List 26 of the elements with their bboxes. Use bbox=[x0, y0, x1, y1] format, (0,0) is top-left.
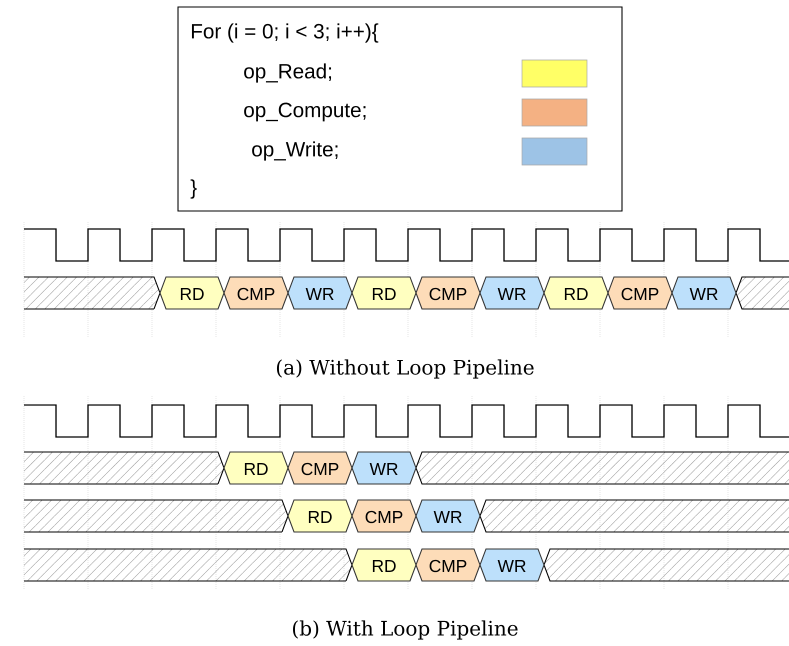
code-line: For (i = 0; i < 3; i++){ bbox=[192, 23, 378, 43]
code-line: op_Read; bbox=[244, 63, 332, 83]
code-line: } bbox=[190, 179, 197, 199]
bus-segment: WR bbox=[479, 548, 545, 582]
bus-segment: CMP bbox=[287, 451, 353, 485]
bus-segment: RD bbox=[287, 499, 353, 533]
bus-segment: WR bbox=[287, 276, 353, 310]
code-line: op_Write; bbox=[252, 141, 338, 161]
bus-segment: CMP bbox=[607, 276, 673, 310]
bus-segment: RD bbox=[223, 451, 289, 485]
bus-segment: CMP bbox=[351, 499, 417, 533]
figure-caption: (b) With Loop Pipeline bbox=[293, 620, 518, 640]
bus-segment: CMP bbox=[415, 276, 481, 310]
bus-segment: RD bbox=[543, 276, 609, 310]
bus-segment: WR bbox=[671, 276, 737, 310]
bus-segment: CMP bbox=[223, 276, 289, 310]
bus-segment: CMP bbox=[415, 548, 481, 582]
code-box bbox=[177, 6, 623, 212]
bus-segment: RD bbox=[351, 276, 417, 310]
bus-segment: WR bbox=[351, 451, 417, 485]
bus-segment: WR bbox=[479, 276, 545, 310]
bus-segment: RD bbox=[351, 548, 417, 582]
figure-caption: (a) Without Loop Pipeline bbox=[276, 359, 534, 379]
bus-segment: RD bbox=[159, 276, 225, 310]
code-line: op_Compute; bbox=[244, 102, 366, 122]
bus-segment: WR bbox=[415, 499, 481, 533]
